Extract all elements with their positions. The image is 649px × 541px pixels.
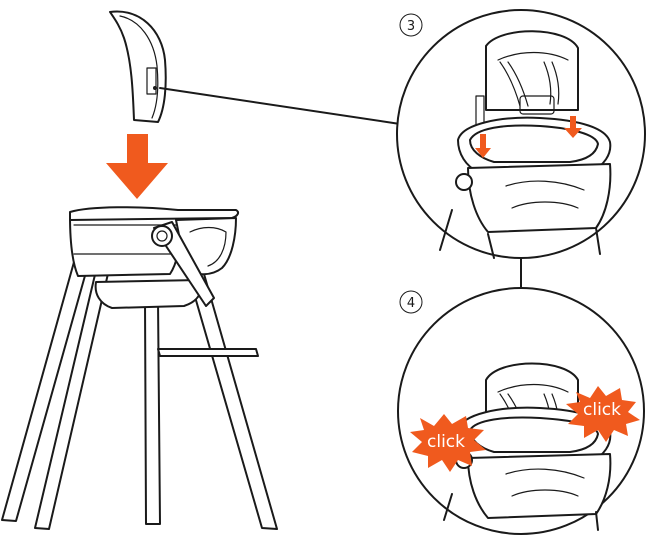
step-3-badge: 3 [400,14,422,36]
step-3-number: 3 [407,19,415,34]
step-4-badge: 4 [400,291,422,313]
step-4-number: 4 [407,296,415,311]
click-label-right: click [583,400,621,420]
high-chair-illustration [2,207,277,529]
step-3-detail-circle [397,10,645,258]
connector-line-to-step-3 [160,88,400,124]
click-label-left: click [427,432,465,452]
down-arrow-icon [106,134,168,199]
seat-shell-part [110,12,166,122]
